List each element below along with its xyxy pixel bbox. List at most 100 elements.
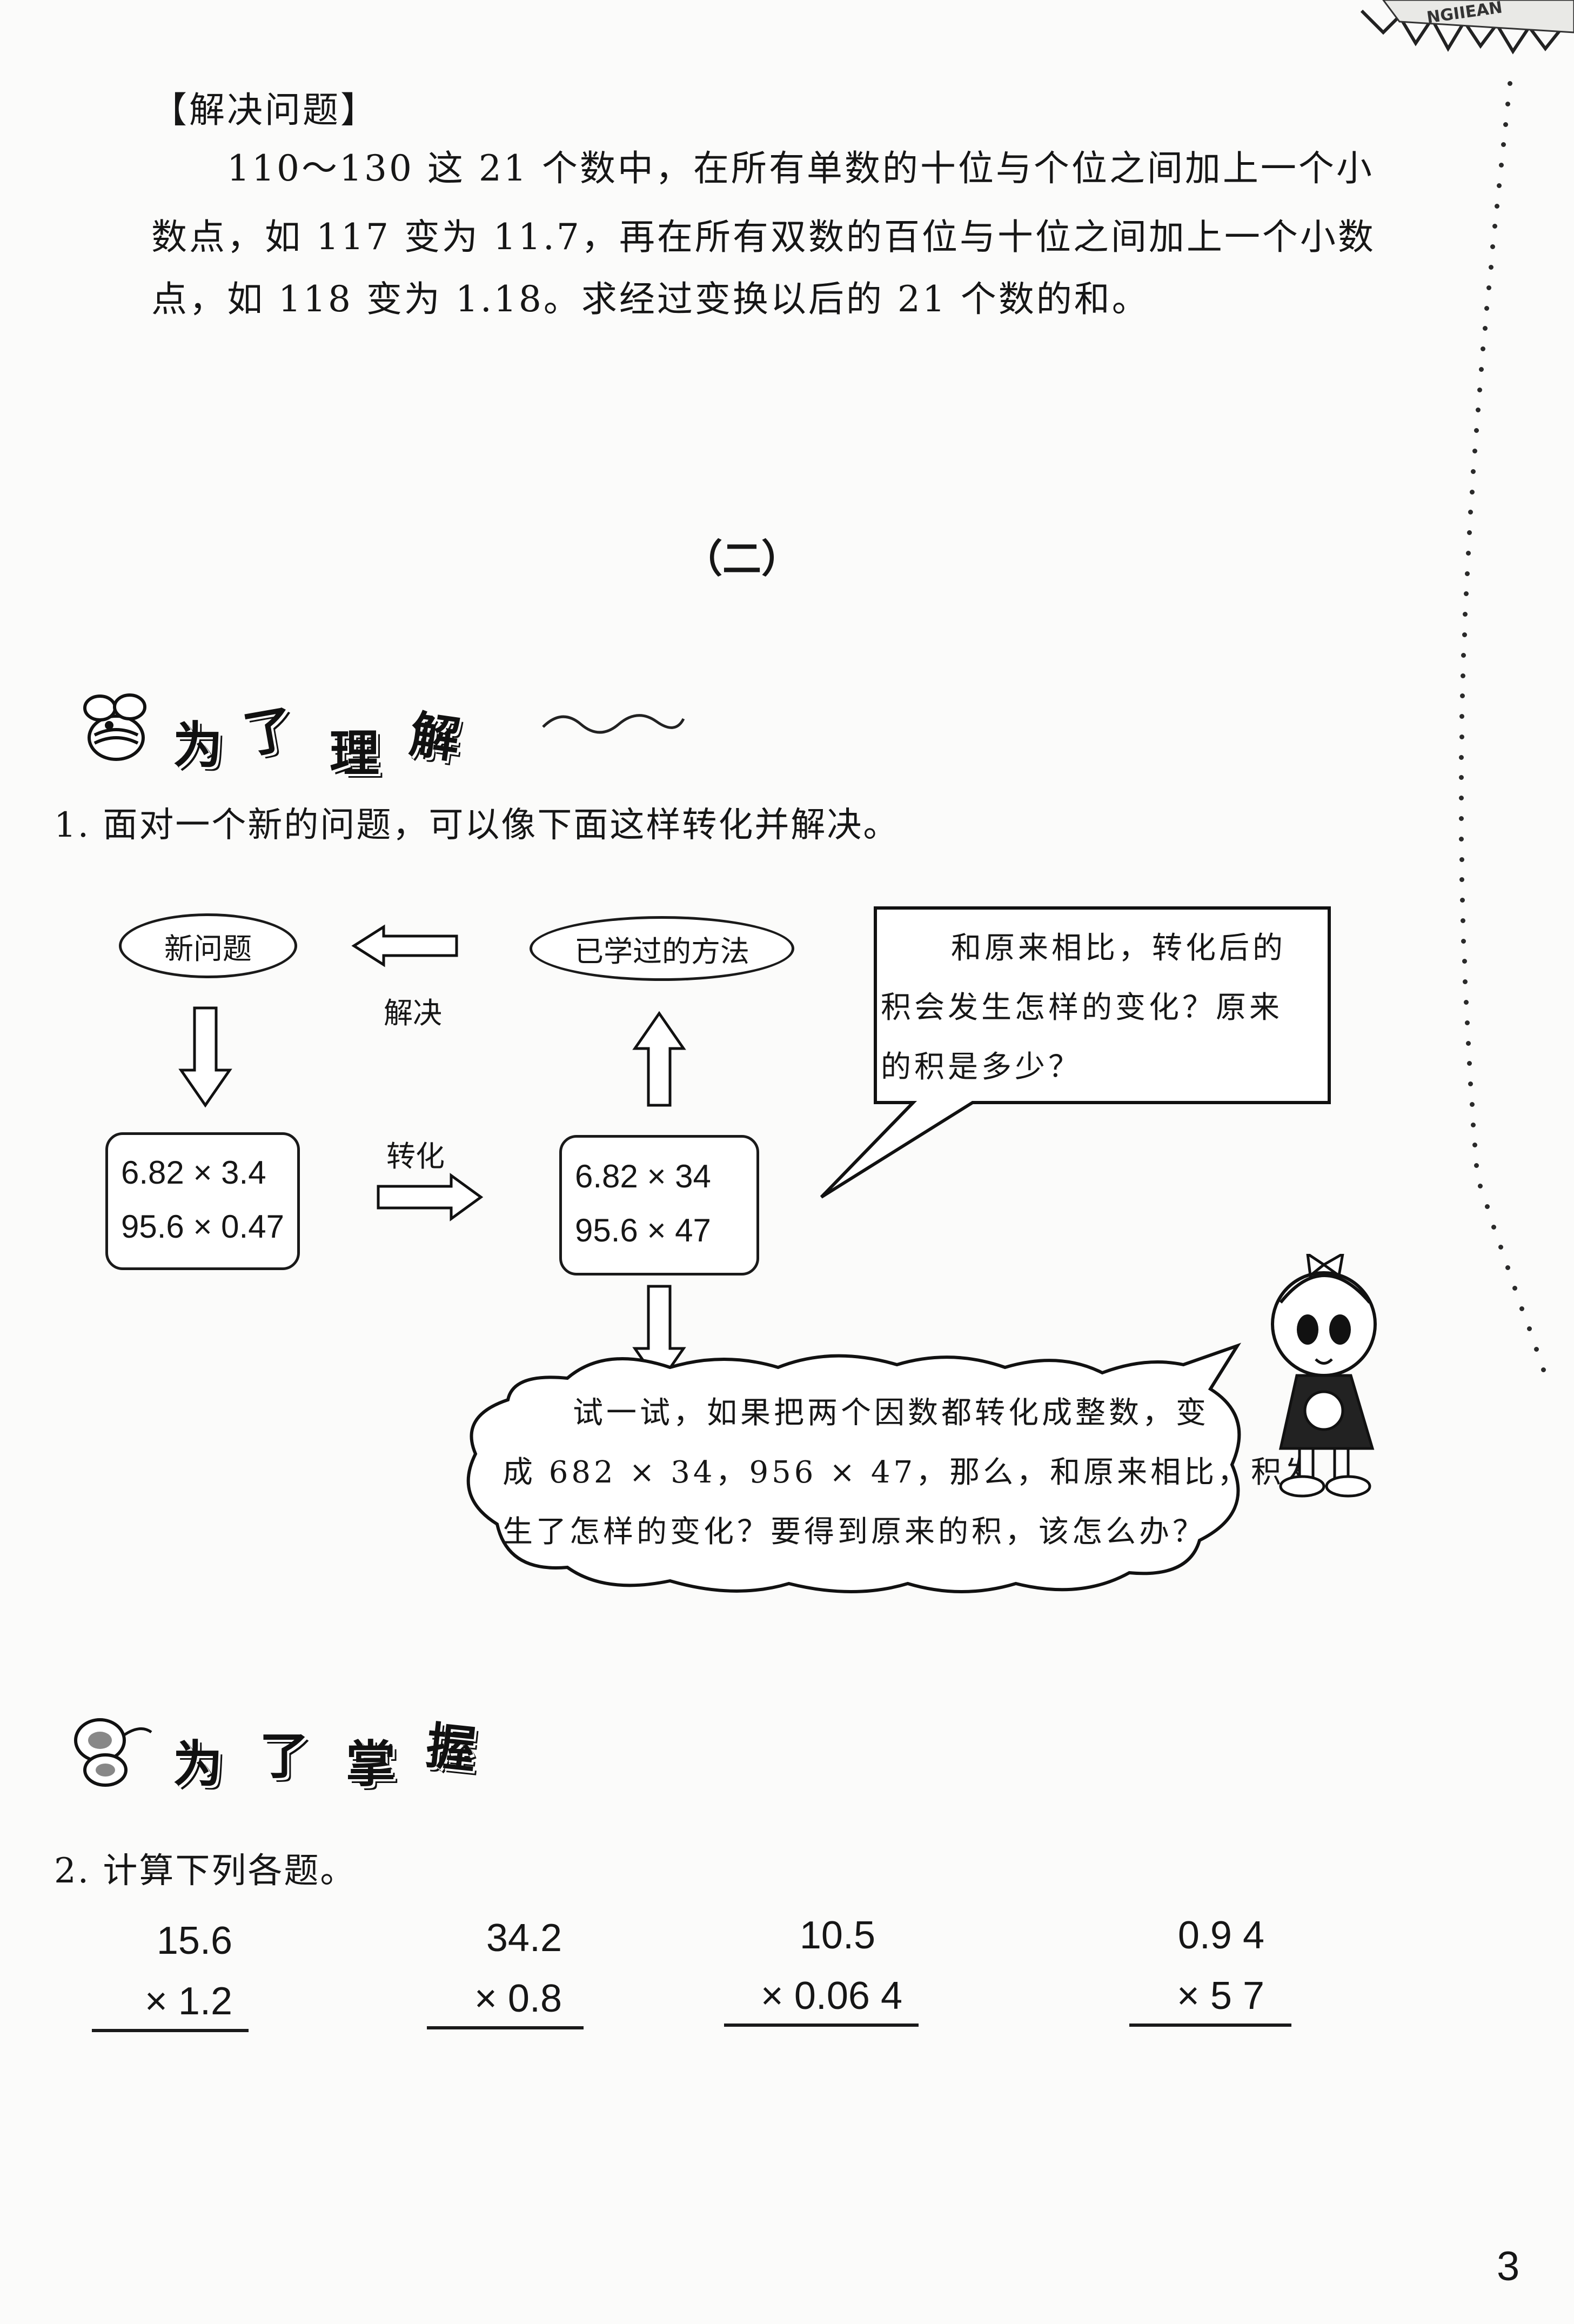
margin-dot [1463,979,1468,985]
margin-dot [1461,652,1466,658]
margin-dot [1463,591,1469,597]
margin-dot [1459,796,1464,801]
margin-dot [1463,1000,1469,1005]
margin-dot [1459,714,1465,719]
solve-label: 解决 [384,996,442,1030]
margin-dot [1460,898,1465,903]
new-problem-oval: 新问题 [119,913,297,978]
margin-dot [1498,163,1504,168]
margin-dot [1461,918,1466,923]
multiplier: × 1.2 [144,1980,232,2023]
margin-dot [1473,428,1479,433]
cloud-line: 试一试，如果把两个因数都转化成整数，变 [573,1395,1209,1431]
margin-dot [1475,408,1481,413]
multiplicand: 0.9 4 [1177,1914,1264,1957]
margin-dot [1486,285,1491,290]
bee-icon [76,686,157,767]
cloud-text: 试一试，如果把两个因数都转化成整数，变 成 682 × 34，956 × 47，… [503,1384,1315,1562]
margin-dot [1464,1020,1470,1025]
margin-dot [1459,734,1464,739]
margin-dot [1462,632,1467,637]
multiplicand: 15.6 [156,1919,232,1962]
multiplicand: 10.5 [799,1914,875,1957]
answer-line [724,2024,919,2027]
margin-dot [1488,265,1493,270]
margin-dot [1459,775,1464,780]
margin-dot [1465,1040,1471,1046]
margin-dot [1477,387,1482,392]
learned-method-label: 已学过的方法 [574,934,749,969]
heading-char: 了 [239,699,298,765]
problem-line-3: 点，如 118 变为 1.18。求经过变换以后的 21 个数的和。 [151,278,1150,320]
margin-dot [1468,1081,1473,1087]
margin-dot [1472,1143,1477,1148]
margin-dot [1519,1306,1525,1311]
margin-dot [1533,1347,1539,1352]
speech-line: 的积是多少？ [881,1050,1082,1085]
question-2: 2. 计算下列各题。 [54,1851,357,1891]
margin-dot [1469,1101,1475,1107]
corner-decoration: NGIIEAN [1351,0,1574,59]
margin-dot [1460,693,1465,699]
heading-char: 解 [406,705,464,770]
margin-dot [1490,244,1496,250]
arrow-down-icon [178,1006,232,1108]
margin-dot [1496,183,1502,188]
margin-dot [1468,510,1473,515]
original-expressions-box: 6.82 × 3.4 95.6 × 0.47 [105,1132,300,1270]
heading-char: 了 [259,1727,310,1785]
margin-dot [1501,142,1506,148]
heading-char: 掌 [346,1735,396,1793]
multiplication-problem: 0.9 4 × 5 7 [1129,1913,1291,2027]
margin-dot [1512,1285,1518,1291]
original-expression: 6.82 × 3.4 [121,1154,266,1191]
margin-dot [1461,938,1466,944]
margin-dot [1459,857,1464,862]
margin-dot [1498,1245,1504,1250]
original-expression: 95.6 × 0.47 [121,1208,284,1245]
answer-line [427,2026,584,2029]
heading-char: 理 [330,725,380,783]
corner-zigzag-icon [1360,0,1574,55]
margin-dotted-curve [1459,81,1546,1372]
multiplier: × 0.8 [474,1977,562,2020]
margin-dot [1461,673,1466,678]
converted-expression: 95.6 × 47 [575,1212,711,1248]
margin-dot [1484,305,1490,311]
margin-dot [1459,816,1464,821]
margin-dot [1505,1265,1511,1271]
butterfly-icon [70,1713,157,1789]
converted-expressions-box: 6.82 × 34 95.6 × 47 [559,1135,759,1275]
heading-char: 为 [173,1735,223,1793]
margin-dot [1466,1061,1472,1066]
margin-dot [1526,1326,1532,1332]
wave-decoration-icon [542,714,685,734]
heading-char: 握 [423,1717,479,1780]
margin-dot [1478,1184,1483,1188]
arrow-right-icon [377,1173,484,1221]
margin-dot [1469,489,1475,495]
margin-dot [1484,1204,1490,1209]
multiplier: × 0.06 4 [760,1974,902,2018]
speech-line: 积会发生怎样的变化？原来 [881,990,1283,1025]
margin-dot [1508,81,1512,86]
multiplication-problem: 10.5 × 0.06 4 [724,1913,919,2027]
margin-dot [1541,1367,1546,1372]
margin-dot [1464,571,1470,576]
margin-dot [1491,1224,1497,1230]
thought-cloud [466,1343,1242,1593]
multiplication-problem: 15.6 × 1.2 [92,1919,249,2032]
transform-label: 转化 [386,1139,445,1173]
margin-dot [1495,203,1500,209]
cloud-line: 生了怎样的变化？要得到原来的积，该怎么办？ [503,1514,1206,1550]
converted-expression: 6.82 × 34 [575,1158,711,1194]
multiplication-problem: 34.2 × 0.8 [427,1916,584,2029]
speech-bubble [820,906,1331,1199]
part-label: （二） [684,536,801,582]
new-problem-label: 新问题 [164,931,252,966]
learned-method-oval: 已学过的方法 [530,916,794,981]
section-heading-understand: 为 了 理 解 [173,694,508,783]
multiplier: × 5 7 [1176,1974,1264,2018]
section-heading-master: 为 了 掌 握 [173,1713,508,1794]
margin-dot [1503,122,1508,127]
